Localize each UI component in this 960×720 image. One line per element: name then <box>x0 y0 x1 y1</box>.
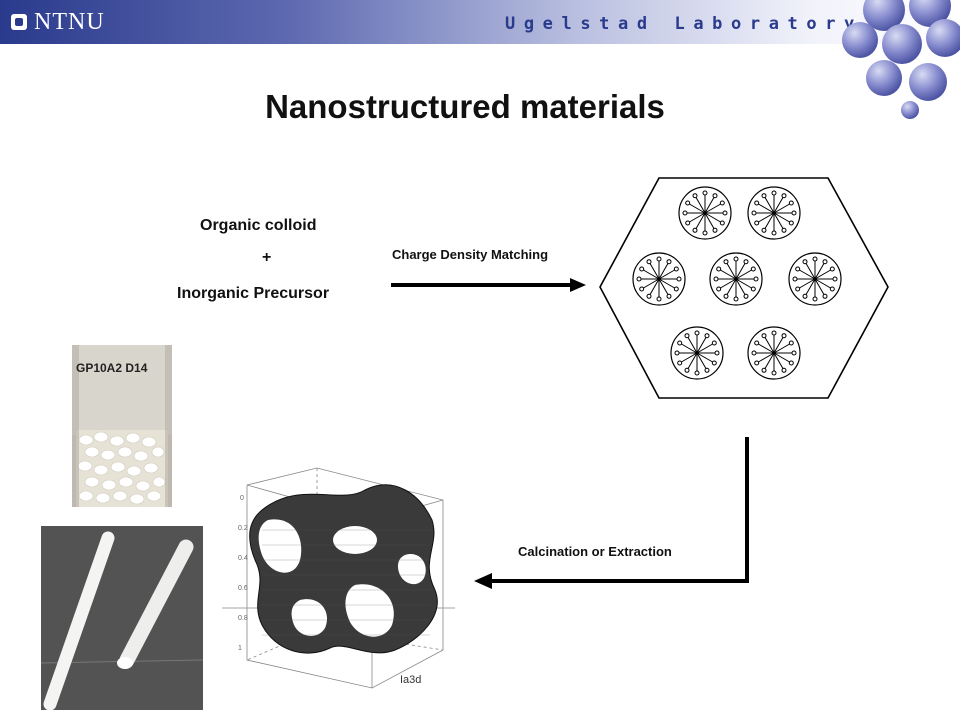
plus-sign: + <box>262 249 272 266</box>
gyroid-tick: 1 <box>238 645 242 652</box>
silica-rods-photo <box>40 526 204 711</box>
arrow-down-left-icon <box>474 437 749 589</box>
page-title: Nanostructured materials <box>265 88 665 125</box>
ntnu-logo-text: NTNU <box>34 9 105 35</box>
organic-colloid-label: Organic colloid <box>200 217 317 234</box>
gyroid-label: Ia3d <box>400 674 421 686</box>
charge-density-matching-label: Charge Density Matching <box>392 247 549 262</box>
calcination-extraction-label: Calcination or Extraction <box>518 544 672 559</box>
lab-name: Ugelstad Laboratory <box>505 14 863 34</box>
gyroid-tick: 0.8 <box>238 615 248 622</box>
gyroid-tick: 0.2 <box>238 525 248 532</box>
gyroid-tick: 0.4 <box>238 555 248 562</box>
ntnu-logo-icon <box>11 14 27 30</box>
vial-label: GP10A2 D14 <box>76 361 148 375</box>
inorganic-precursor-label: Inorganic Precursor <box>177 285 330 302</box>
header-bar <box>0 0 960 44</box>
arrow-right-icon <box>391 278 586 292</box>
hexagonal-micelle-structure <box>599 177 889 399</box>
gyroid-tick: 0 <box>240 495 244 502</box>
gyroid-structure-diagram <box>222 467 455 689</box>
sample-vial-photo <box>72 345 172 507</box>
gyroid-tick: 0.6 <box>238 585 248 592</box>
